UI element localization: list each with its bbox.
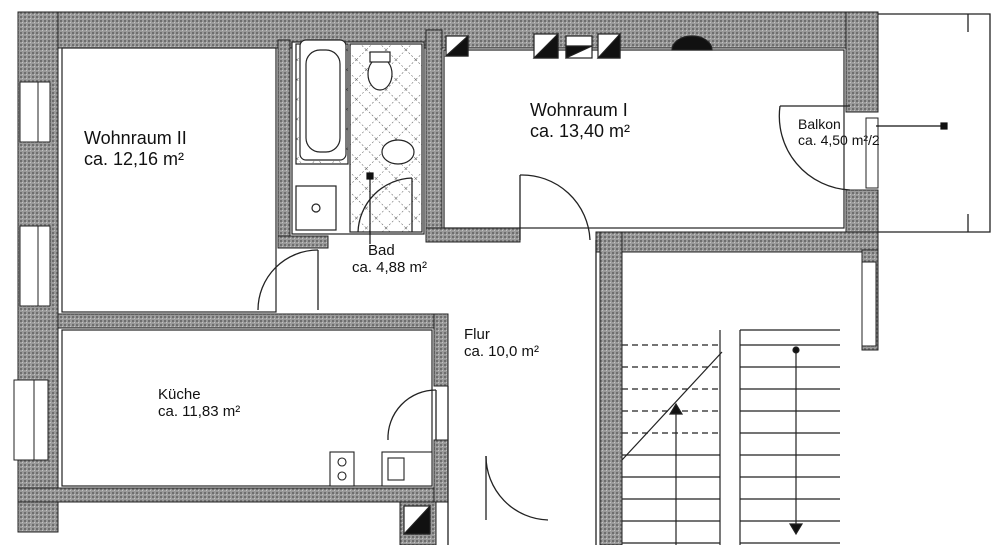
room-wohnraum2 (61, 47, 277, 313)
doors (257, 105, 851, 521)
wall-bad-wr1 (425, 29, 443, 241)
label-flur: Flur ca. 10,0 m² (464, 326, 539, 361)
wall-wr1-bottom (595, 231, 879, 253)
room-area: ca. 12,16 m² (84, 148, 185, 169)
room-name: Wohnraum I (530, 100, 628, 120)
room-area: ca. 10,0 m² (464, 343, 540, 361)
room-name: Wohnraum II (84, 128, 187, 148)
bathroom-fixtures (295, 39, 423, 233)
room-name: Flur (464, 326, 490, 343)
flur-outline (447, 240, 597, 545)
room-area: ca. 13,40 m² (530, 120, 631, 141)
room-name: Balkon (798, 116, 841, 132)
wall-bottom (17, 487, 439, 503)
toilet (367, 57, 393, 91)
sink (381, 139, 415, 165)
label-balkon: Balkon ca. 4,50 m²/2 (798, 116, 880, 148)
room-area: ca. 4,50 m²/2 (798, 132, 880, 149)
room-kueche (61, 329, 433, 487)
wall-wr2-bad (277, 39, 291, 249)
kitchen-fixtures (329, 451, 433, 487)
room-name: Küche (158, 386, 201, 403)
room-wohnraum1 (443, 49, 845, 229)
label-wohnraum1: Wohnraum I ca. 13,40 m² (530, 100, 630, 141)
staircase (621, 329, 840, 545)
balcony (878, 13, 991, 233)
leader-lines (366, 122, 948, 244)
chimneys (402, 32, 713, 535)
label-kueche: Küche ca. 11,83 m² (158, 386, 240, 421)
wall-wr1-right (845, 11, 879, 113)
label-bad: Bad ca. 4,88 m² (352, 242, 427, 277)
wall-kitchen-right (433, 313, 449, 387)
wall-stair-left (599, 231, 623, 545)
label-wohnraum2: Wohnraum II ca. 12,16 m² (84, 128, 187, 169)
room-area: ca. 11,83 m² (158, 403, 241, 421)
room-name: Bad (368, 242, 395, 259)
wall-wr2-kitchen (57, 313, 449, 329)
room-area: ca. 4,88 m² (352, 259, 428, 277)
windows (13, 81, 879, 461)
wall-bad-bottom (277, 235, 329, 249)
